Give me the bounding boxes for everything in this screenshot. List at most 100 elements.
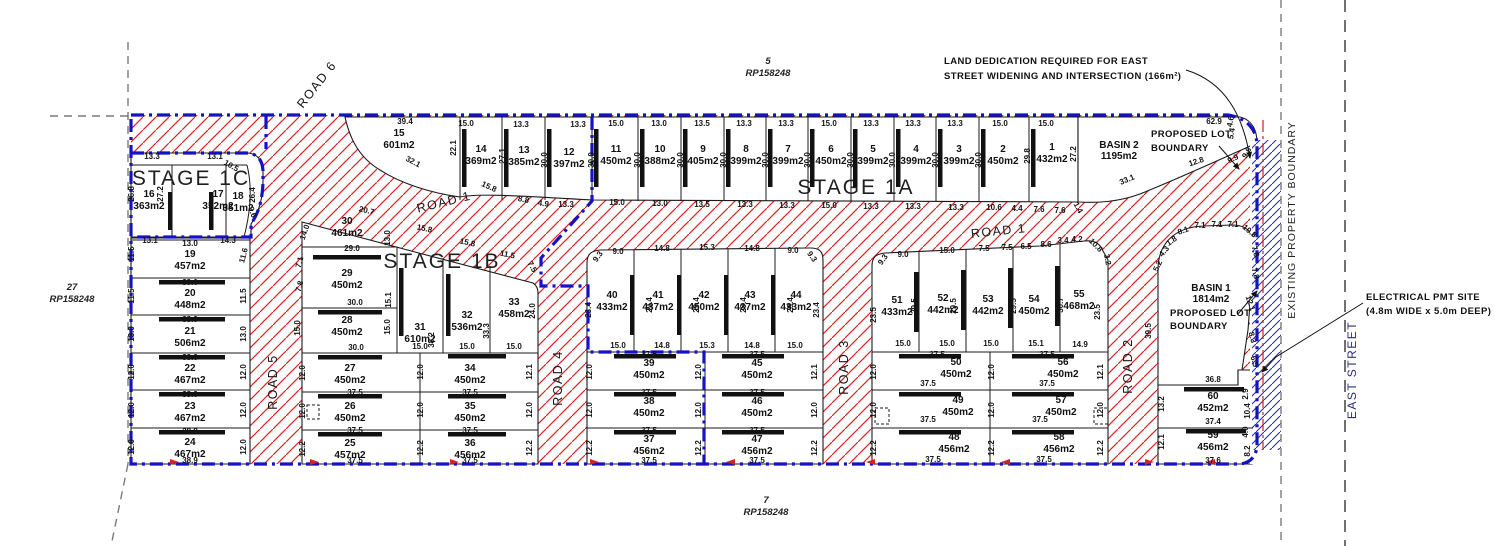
dimension-text: 12.2 [694, 440, 703, 456]
dimension-text: 12.0 [416, 364, 425, 380]
building-envelope-bar [159, 392, 225, 397]
dimension-text: 4.6 [1225, 115, 1236, 128]
dimension-text: 12.0 [869, 364, 878, 380]
building-envelope-bar [614, 392, 676, 397]
flow-arrow [1001, 459, 1010, 465]
dimension-text: 11.5 [499, 249, 516, 261]
stage-boundaries [129, 113, 1259, 466]
building-envelope-bar [159, 355, 225, 360]
dimension-text: 9.9 [1226, 152, 1240, 165]
flow-arrow [310, 459, 319, 465]
lot-38-number: 38 [643, 396, 655, 407]
lot-6-number: 6 [828, 144, 834, 155]
basin-1-area: 1814m2 [1193, 294, 1230, 305]
road-3-label: ROAD 3 [837, 339, 851, 395]
land-dedication-note-line1: LAND DEDICATION REQUIRED FOR EAST [944, 56, 1148, 67]
parcel-5-plan: RP158248 [746, 68, 792, 79]
dimension-text: 9.0 [787, 246, 799, 255]
lot-10-area: 388m2 [644, 156, 676, 167]
lot-13-area: 385m2 [508, 157, 540, 168]
dimension-text: 11.6 [237, 246, 250, 263]
lot-22-number: 22 [184, 363, 196, 374]
dimension-text: 20.7 [358, 204, 376, 217]
lot-20-area: 448m2 [174, 300, 206, 311]
lot-44-number: 44 [790, 290, 802, 301]
dimension-text: 15.3 [699, 341, 715, 350]
flow-arrow [1206, 459, 1215, 465]
lot-49-number: 49 [952, 395, 964, 406]
lot-37-area: 456m2 [633, 446, 665, 457]
road-6-label: ROAD 6 [294, 58, 339, 110]
lot-41-area: 437m2 [642, 302, 674, 313]
building-envelope-bar [630, 275, 635, 335]
lot-28-area: 450m2 [331, 327, 363, 338]
dimension-text: 37.5 [920, 415, 936, 424]
east-street-label: EAST STREET [1345, 321, 1359, 419]
lot-22-area: 467m2 [174, 375, 206, 386]
dimension-text: 13.3 [778, 119, 794, 128]
dimension-text: 15.8 [459, 237, 477, 249]
existing-property-boundary-label: EXISTING PROPERTY BOUNDARY [1286, 121, 1298, 319]
dimension-text: 30.0 [348, 343, 364, 352]
lot-38-area: 450m2 [633, 408, 665, 419]
dimension-text: 38.2 [427, 332, 436, 348]
dimension-text: 15.0 [939, 339, 955, 348]
electrical-pmt-note-line2: (4.8m WIDE x 5.0m DEEP) [1366, 306, 1491, 317]
dimension-text: 22.1 [449, 140, 458, 156]
dimension-text: 12.1 [1157, 434, 1166, 450]
lot-36-area: 456m2 [454, 450, 486, 461]
stage-1c-label: STAGE 1C [132, 167, 250, 190]
dimension-text: 9.0 [612, 247, 624, 256]
lot-18-area: 351m2 [222, 203, 254, 214]
lot-7-number: 7 [785, 144, 791, 155]
building-envelope-bar [448, 394, 506, 399]
lot-21-number: 21 [184, 326, 196, 337]
dimension-text: 12.2 [298, 441, 307, 457]
dimension-text: 13.3 [905, 202, 921, 211]
building-envelope-bar [318, 432, 382, 437]
building-envelope-bar [722, 430, 784, 435]
lot-labels: 1432m22450m23399m24399m25399m26450m27399… [133, 128, 1229, 461]
lot-56-area: 450m2 [1047, 369, 1079, 380]
dimension-text: 12.0 [525, 402, 534, 418]
dimension-text: 15.0 [293, 320, 302, 336]
building-envelope-bar [159, 280, 225, 285]
lot-56-number: 56 [1057, 357, 1069, 368]
parcel-7-plan: RP158248 [744, 507, 790, 518]
stage-boundary-outer [129, 113, 1259, 466]
dimension-text: 13.0 [182, 239, 198, 248]
lot-58-area: 456m2 [1043, 444, 1075, 455]
dimension-text: 37.5 [749, 388, 765, 397]
building-envelope-bar [614, 354, 676, 359]
dimension-text: 29.4 [645, 297, 654, 313]
dimension-text: 13.2 [1157, 396, 1166, 412]
dimension-text: 11.5 [127, 288, 136, 304]
lot-50-number: 50 [950, 357, 962, 368]
lot-47-area: 456m2 [741, 446, 773, 457]
lot-5-number: 5 [870, 144, 876, 155]
lot-16-number: 16 [143, 189, 155, 200]
lot-58-number: 58 [1053, 432, 1065, 443]
building-envelope-bar [209, 192, 214, 230]
dimension-text: 15.0 [821, 201, 837, 210]
dimension-text: 29.0 [344, 244, 360, 253]
building-envelope-bar [899, 430, 961, 435]
flow-arrow [726, 459, 735, 465]
existing-boundary-left [50, 42, 129, 546]
dimension-text: 7.6 [1033, 205, 1045, 214]
dimension-text: 12.0 [1096, 402, 1105, 418]
building-envelope-bar [771, 275, 776, 335]
lot-55-area: 468m2 [1063, 301, 1095, 312]
dimension-text: 12.2 [810, 440, 819, 456]
lot-46-number: 46 [751, 396, 763, 407]
lot-9-number: 9 [700, 144, 706, 155]
dimension-text: 12.2 [525, 440, 534, 456]
stage-1a-label: STAGE 1A [797, 176, 914, 199]
block-stage1b [301, 221, 539, 465]
dimension-text: 37.5 [641, 426, 657, 435]
building-envelope-bar [614, 430, 676, 435]
building-envelope-bar [981, 129, 986, 187]
dimension-text: 30.0 [803, 152, 812, 168]
dimension-text: 37.5 [929, 350, 945, 359]
leader-electrical-pmt [1261, 302, 1364, 373]
